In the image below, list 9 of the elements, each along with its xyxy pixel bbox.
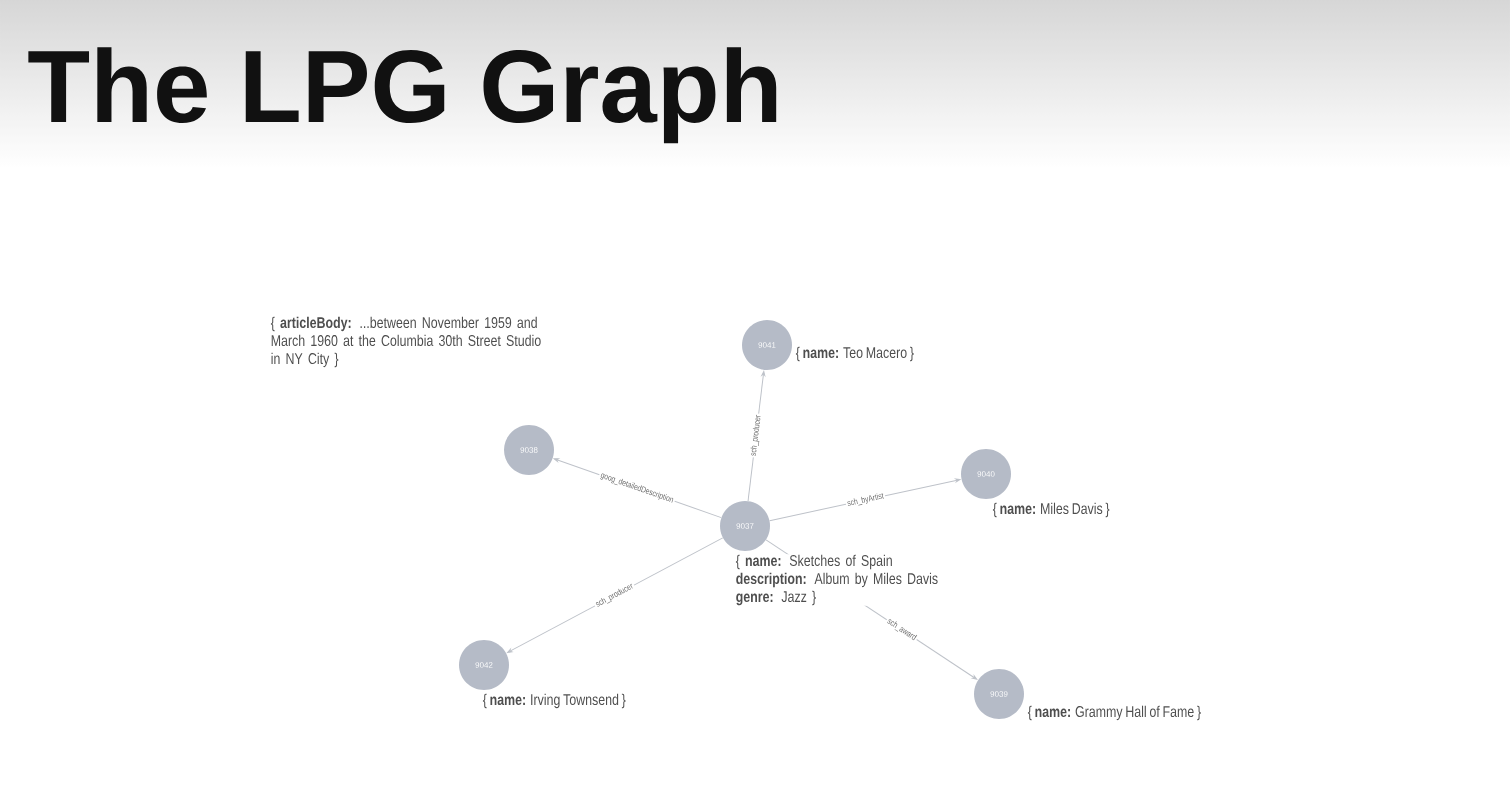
edge-label: sch_producer [747, 412, 765, 459]
property-text: { name: Sketches of Spain description: Album by Miles Davis genre: Jazz } [735, 554, 952, 606]
property-text: { name: Irving Townsend } [482, 693, 626, 709]
slide-title: The LPG Graph [28, 47, 777, 144]
property-text: { name: Teo Macero } [795, 346, 914, 362]
property-text: { name: Miles Davis } [992, 502, 1110, 518]
property-text: { articleBody: ...between November 1959 and March 1960 at the Columbia 30th Street Studio in NY City } [270, 316, 541, 368]
edge-label: sch_byArtist [844, 490, 887, 510]
property-text: { name: Grammy Hall of Fame } [1027, 705, 1201, 721]
